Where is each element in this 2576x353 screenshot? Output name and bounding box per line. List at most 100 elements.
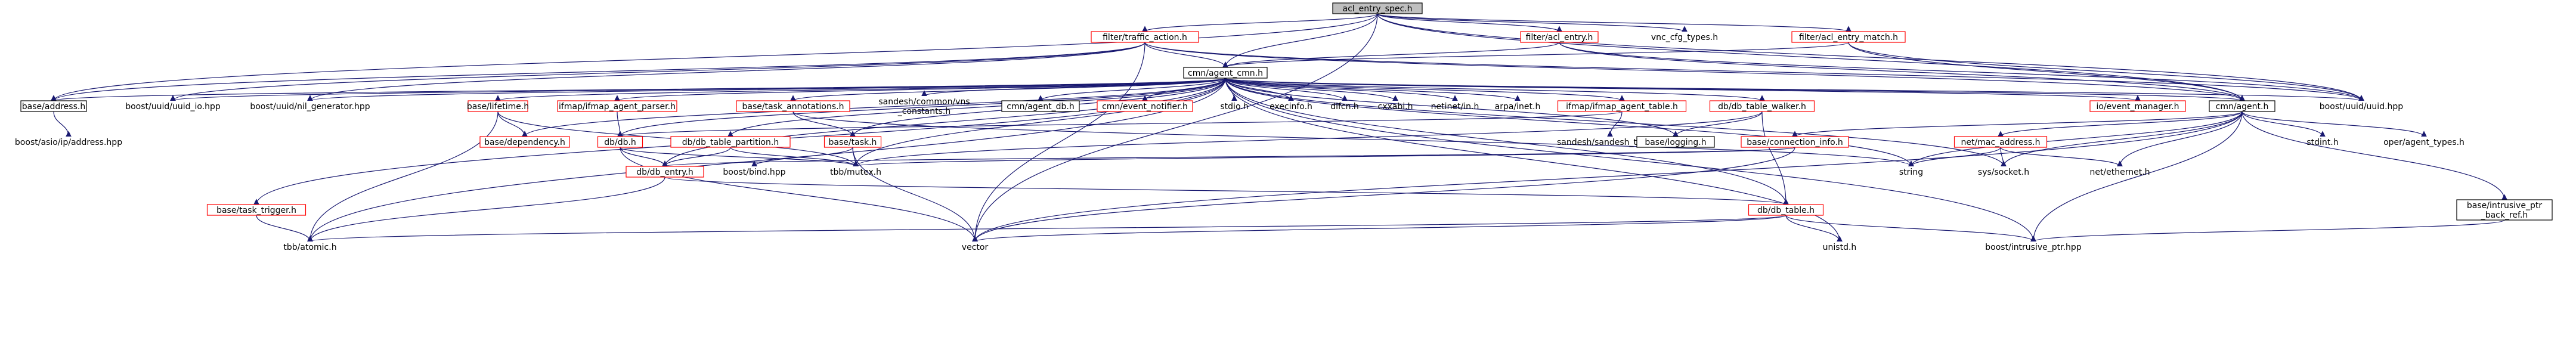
node-box — [597, 136, 643, 148]
node-base-logging[interactable]: base/logging.h — [1636, 136, 1715, 148]
node-agent-cmn[interactable]: cmn/agent_cmn.h — [1183, 67, 1268, 79]
dependency-edge — [617, 111, 1623, 137]
node-ifmap-agent-table[interactable]: ifmap/ifmap_agent_table.h — [1557, 100, 1687, 112]
node-vector: vector — [962, 243, 989, 252]
node-cmn-event-notifier[interactable]: cmn/event_notifier.h — [1097, 100, 1193, 112]
dependency-edge — [1848, 42, 2245, 101]
node-cmn-agent-db[interactable]: cmn/agent_db.h — [1001, 100, 1080, 112]
node-db-db[interactable]: db/db.h — [597, 136, 643, 148]
node-label: db/db_entry.h — [636, 168, 693, 177]
dependency-edge — [1038, 78, 1226, 101]
node-execinfo: execinfo.h — [1270, 102, 1312, 112]
node-box — [1183, 67, 1268, 79]
node-box — [1741, 136, 1849, 148]
node-uuid-io: boost/uuid/uuid_io.hpp — [125, 102, 221, 112]
dependency-edge — [2030, 111, 2243, 242]
dependency-edge — [730, 147, 859, 167]
node-net-ethernet: net/ethernet.h — [2089, 168, 2150, 177]
node-label: net/ethernet.h — [2089, 168, 2150, 177]
dependency-edge — [972, 215, 1787, 242]
dependency-edge — [170, 78, 1226, 101]
node-dlfcn: dlfcn.h — [1330, 102, 1359, 112]
dependency-edge — [1225, 78, 1398, 101]
dependency-edge — [1792, 111, 2243, 137]
node-traffic-action[interactable]: filter/traffic_action.h — [1091, 31, 1199, 43]
node-nil-generator: boost/uuid/nil_generator.hpp — [250, 102, 370, 112]
dependency-edge — [256, 215, 313, 242]
node-label: boost/uuid/uuid_io.hpp — [125, 102, 221, 112]
node-arpa-inet: arpa/inet.h — [1495, 102, 1541, 112]
dependency-edge — [1225, 78, 2141, 101]
node-base-task-annotations[interactable]: base/task_annotations.h — [736, 100, 850, 112]
node-unistd: unistd.h — [1823, 243, 1857, 252]
dependency-edge — [972, 13, 1378, 242]
node-label: acl_entry_spec.h — [1343, 4, 1413, 14]
node-label: base/task_trigger.h — [216, 206, 296, 215]
node-label: boost/asio/ip/address.hpp — [15, 138, 122, 147]
node-base-lifetime[interactable]: base/lifetime.h — [467, 100, 529, 112]
node-oper-agent-types: oper/agent_types.h — [2383, 138, 2464, 147]
dependency-edge — [1222, 42, 1849, 68]
dependency-edge — [1377, 13, 1562, 32]
node-label: db/db_table.h — [1757, 206, 1815, 215]
dependency-edge — [620, 147, 859, 167]
dependency-edge — [53, 111, 72, 137]
node-box — [479, 136, 570, 148]
dependency-edge — [1848, 42, 2364, 101]
node-db-table-walker[interactable]: db/db_table_walker.h — [1709, 100, 1815, 112]
node-label: stdio.h — [1220, 102, 1248, 112]
node-stdint: stdint.h — [2306, 138, 2338, 147]
dependency-edge — [1144, 42, 1228, 68]
dependency-edge — [2241, 111, 2427, 137]
node-oper-event-manager[interactable]: io/event_manager.h — [2089, 100, 2186, 112]
node-label: tbb/mutex.h — [830, 168, 881, 177]
dependency-edge — [51, 13, 1378, 101]
node-label: execinfo.h — [1270, 102, 1312, 112]
header-nodes: acl_entry_spec.h filter/traffic_action.h f… — [15, 2, 2553, 252]
dependency-edge — [1377, 13, 2245, 101]
node-asio-ip-address: boost/asio/ip/address.hpp — [15, 138, 122, 147]
node-label: boost/uuid/uuid.hpp — [2320, 102, 2403, 112]
node-label: boost/uuid/nil_generator.hpp — [250, 102, 370, 112]
node-label: cmn/event_notifier.h — [1102, 102, 1188, 112]
dependency-edge — [1225, 78, 1348, 101]
node-label: sandesh/common/vns_constants.h — [878, 97, 970, 116]
node-base-task-trigger[interactable]: base/task_trigger.h — [206, 204, 306, 216]
node-tbb-mutex: tbb/mutex.h — [830, 168, 881, 177]
node-sandesh-common-vns: sandesh/common/vns_constants.h — [878, 97, 970, 116]
node-acl-entry-match[interactable]: filter/acl_entry_match.h — [1791, 31, 1906, 43]
dependency-edge — [921, 78, 1226, 97]
node-label: base/dependency.h — [484, 138, 565, 147]
node-db-db-table[interactable]: db/db_table.h — [1748, 204, 1824, 216]
dependency-edge — [852, 147, 978, 242]
node-db-db-entry[interactable]: db/db_entry.h — [626, 166, 704, 178]
node-cmn-agent[interactable]: cmn/agent.h — [2209, 100, 2275, 112]
dependency-edge — [2241, 111, 2326, 137]
dependency-edge — [307, 111, 499, 242]
node-ifmap-agent-parser[interactable]: ifmap/ifmap_agent_parser.h — [557, 100, 677, 112]
dependency-edge — [1225, 78, 1458, 101]
node-label: cmn/agent_cmn.h — [1188, 69, 1263, 78]
node-base-dependency[interactable]: base/dependency.h — [479, 136, 570, 148]
node-box — [1097, 100, 1193, 112]
node-box — [2089, 100, 2186, 112]
node-box — [626, 166, 704, 178]
node-base-connection-info[interactable]: base/connection_info.h — [1741, 136, 1849, 148]
dependency-edges — [51, 13, 2507, 242]
node-stdio: stdio.h — [1220, 102, 1248, 112]
node-label: ifmap/ifmap_agent_parser.h — [559, 102, 676, 112]
node-net-mac-address[interactable]: net/mac_address.h — [1953, 136, 2048, 148]
dependency-edge — [727, 78, 1226, 137]
node-intrusive-ref[interactable]: base/intrusive_ptr_back_ref.h — [2456, 199, 2553, 221]
node-base-address[interactable]: base/address.h — [20, 100, 87, 112]
node-acl-entry[interactable]: filter/acl_entry.h — [1520, 31, 1599, 43]
dependency-edge — [2000, 147, 2123, 167]
dependency-edge — [1225, 78, 2036, 242]
node-root: acl_entry_spec.h — [1332, 2, 1423, 14]
node-db-table-partition[interactable]: db/db_table_partition.h — [670, 136, 791, 148]
node-base-task[interactable]: base/task.h — [823, 136, 882, 148]
dependency-edge — [2000, 147, 2007, 167]
dependency-edge — [1225, 78, 1914, 167]
node-label: tbb/atomic.h — [283, 243, 336, 252]
